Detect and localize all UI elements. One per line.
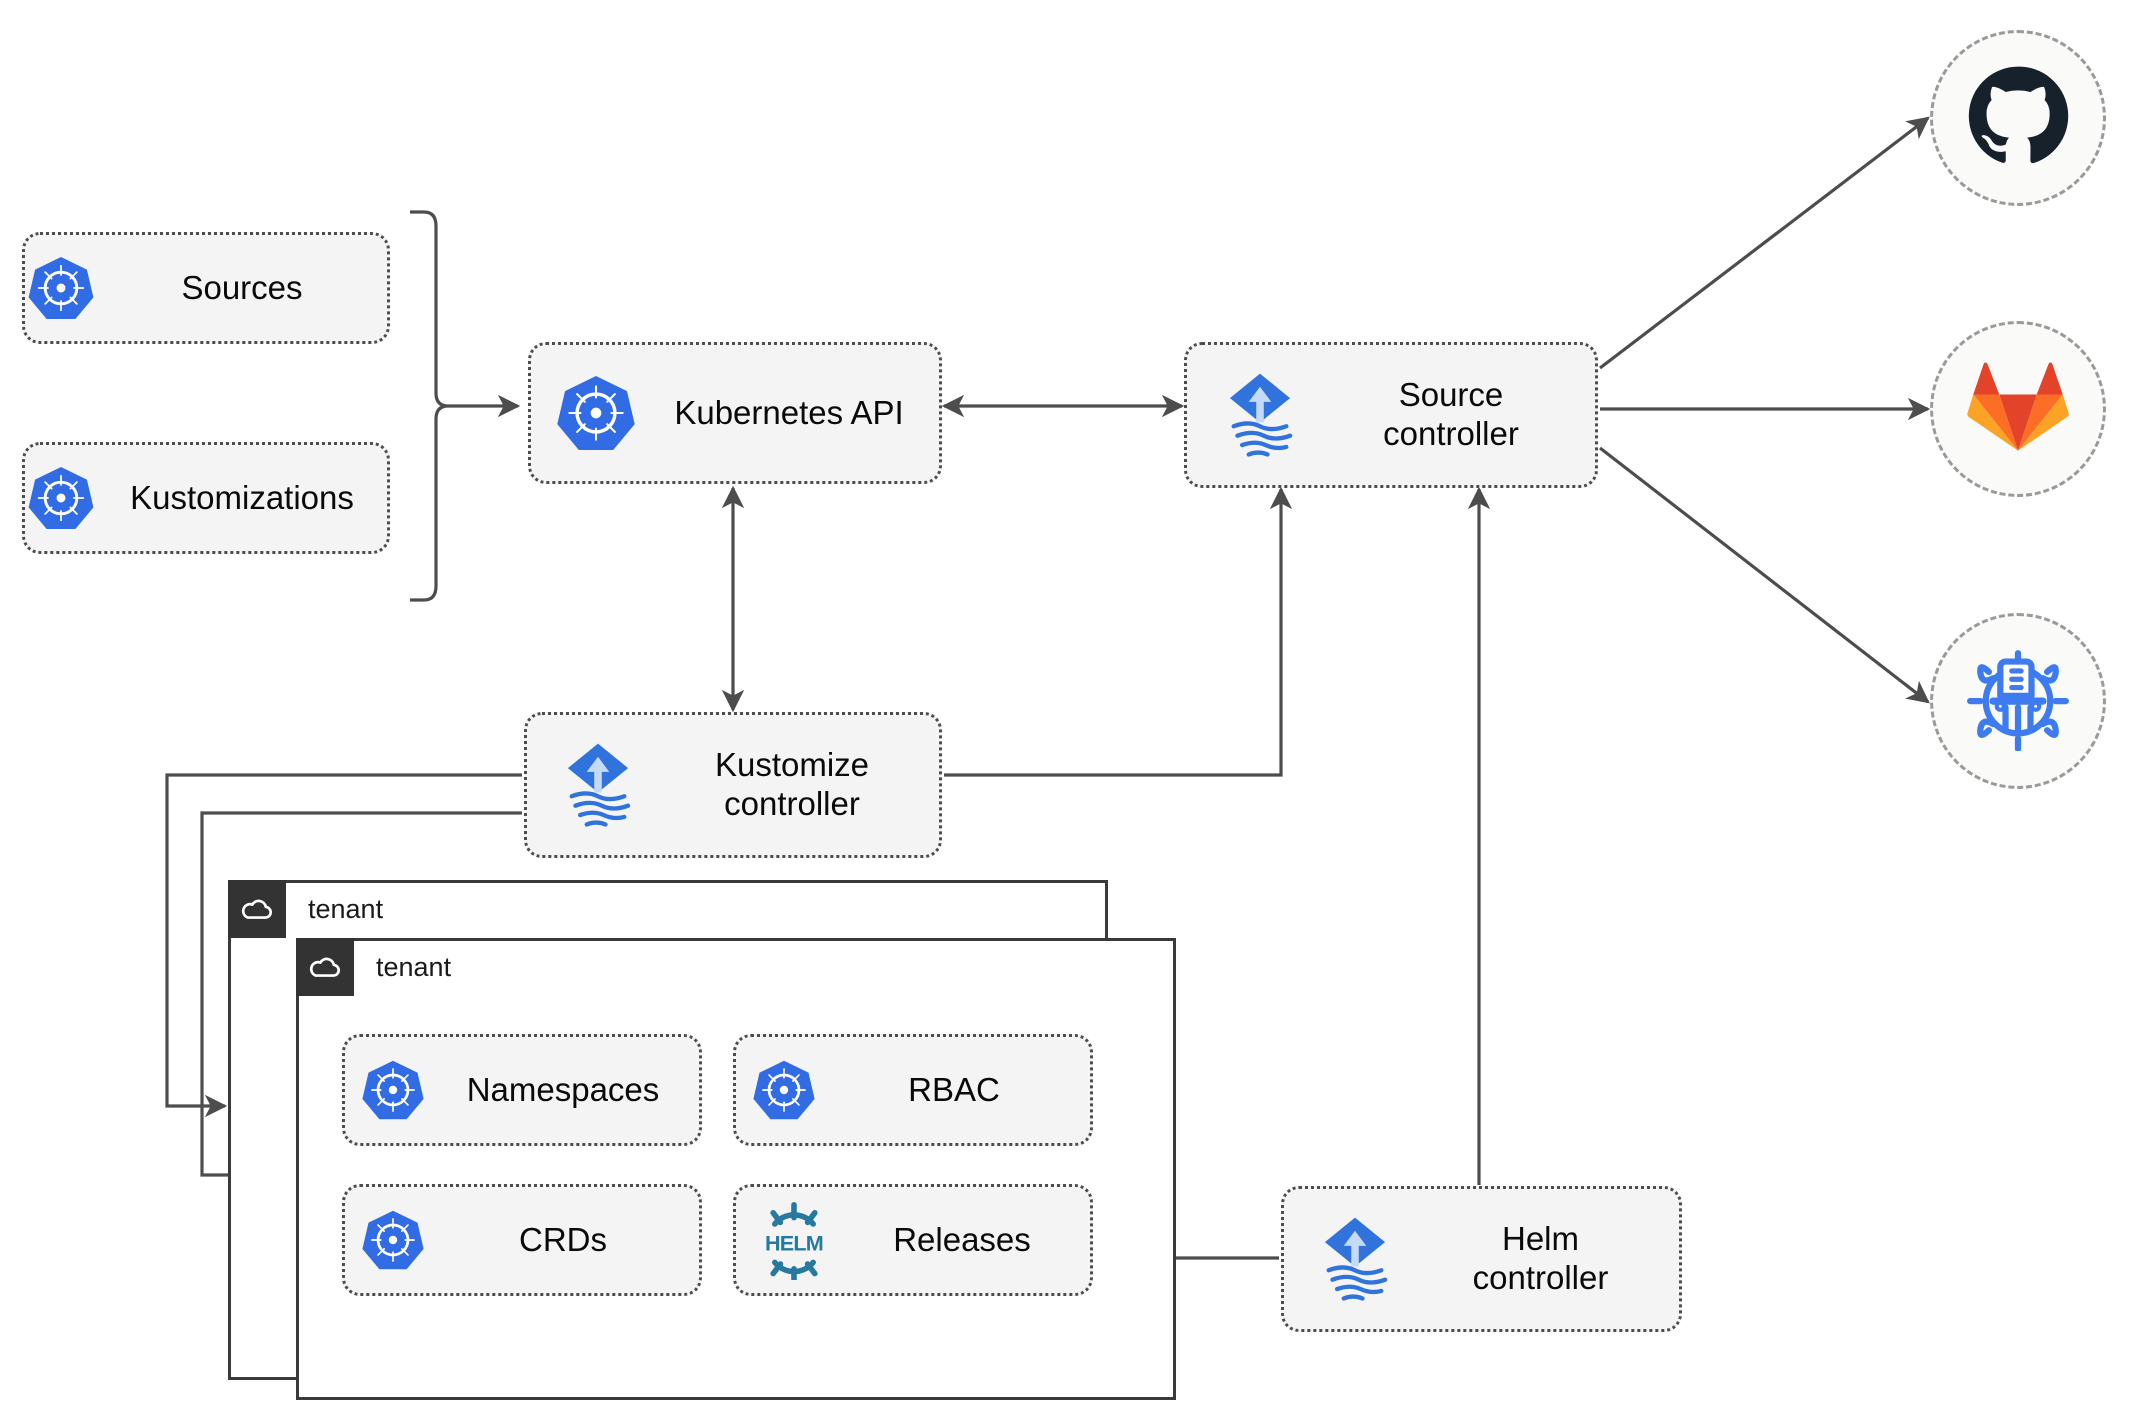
node-kubernetes-api[interactable]: Kubernetes API bbox=[528, 342, 942, 484]
node-label-source-controller: Source controller bbox=[1383, 376, 1519, 452]
node-label-kustomizations: Kustomizations bbox=[130, 478, 354, 516]
provider-gitlab[interactable] bbox=[1930, 321, 2106, 497]
node-label-helm-controller: Helm controller bbox=[1472, 1220, 1609, 1296]
helm-icon: HELM bbox=[754, 1200, 834, 1280]
node-label-rbac: RBAC bbox=[908, 1070, 1000, 1108]
tenant-header-outer: tenant bbox=[228, 880, 383, 938]
kubernetes-icon bbox=[25, 252, 97, 324]
kubernetes-icon bbox=[750, 1056, 818, 1124]
node-crds[interactable]: CRDs bbox=[342, 1184, 702, 1296]
provider-github[interactable] bbox=[1930, 30, 2106, 206]
kubernetes-icon bbox=[359, 1056, 427, 1124]
tenant-container-inner: tenant bbox=[296, 938, 1176, 1400]
node-label-crds: CRDs bbox=[519, 1220, 607, 1258]
node-namespaces[interactable]: Namespaces bbox=[342, 1034, 702, 1146]
node-helm-controller[interactable]: Helm controller bbox=[1281, 1186, 1682, 1332]
svg-text:HELM: HELM bbox=[765, 1230, 823, 1255]
node-kustomize-controller[interactable]: Kustomize controller bbox=[524, 712, 942, 858]
node-label-kubernetes-api: Kubernetes API bbox=[674, 393, 904, 431]
node-source-controller[interactable]: Source controller bbox=[1184, 342, 1598, 488]
helm-repository-icon bbox=[1966, 647, 2070, 756]
flux-icon bbox=[1308, 1212, 1402, 1306]
github-icon bbox=[1966, 64, 2070, 173]
gitlab-icon bbox=[1966, 355, 2070, 464]
kubernetes-icon bbox=[359, 1206, 427, 1274]
kubernetes-icon bbox=[553, 370, 639, 456]
cloud-icon bbox=[228, 880, 286, 938]
provider-helm-repository[interactable] bbox=[1930, 613, 2106, 789]
node-kustomizations[interactable]: Kustomizations bbox=[22, 442, 390, 554]
tenant-label-outer: tenant bbox=[308, 893, 384, 924]
node-rbac[interactable]: RBAC bbox=[733, 1034, 1093, 1146]
flux-icon bbox=[551, 738, 645, 832]
node-label-sources: Sources bbox=[181, 268, 303, 306]
node-sources[interactable]: Sources bbox=[22, 232, 390, 344]
kubernetes-icon bbox=[25, 462, 97, 534]
node-label-kustomize-controller: Kustomize controller bbox=[714, 746, 870, 822]
tenant-label-inner: tenant bbox=[376, 951, 452, 982]
tenant-header-inner: tenant bbox=[296, 938, 451, 996]
node-releases[interactable]: HELM Releases bbox=[733, 1184, 1093, 1296]
node-label-namespaces: Namespaces bbox=[466, 1070, 660, 1108]
node-label-releases: Releases bbox=[893, 1220, 1031, 1258]
cloud-icon bbox=[296, 938, 354, 996]
flux-icon bbox=[1213, 368, 1307, 462]
